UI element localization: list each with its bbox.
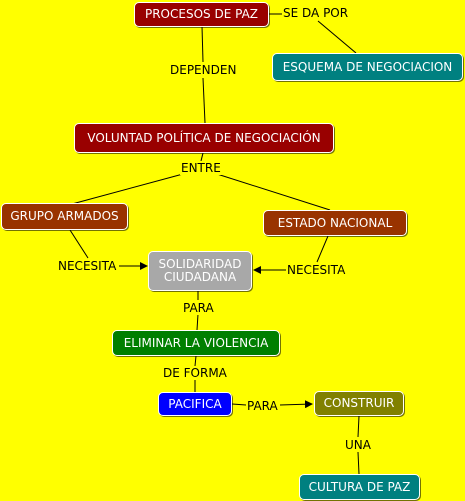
link-dependen-voluntad — [202, 77, 206, 124]
link-sedapor-esquema — [317, 20, 357, 54]
concept-construir-label: CONSTRUIR — [323, 396, 395, 410]
link-para-eliminar — [196, 313, 199, 331]
concept-cultura-de-paz[interactable]: CULTURA DE PAZ — [299, 474, 420, 500]
concept-voluntad-politica[interactable]: VOLUNTAD POLÍTICA DE NEGOCIACIÓN — [74, 123, 334, 153]
concept-solidaridad-ciudadana[interactable]: SOLIDARIDAD CIUDADANA — [148, 251, 252, 291]
linking-phrase-entre: ENTRE — [180, 161, 222, 175]
linking-phrase-se-da-por: SE DA POR — [282, 6, 350, 20]
linking-phrase-una: UNA — [344, 438, 372, 452]
linking-phrase-necesita-grupo: NECESITA — [57, 259, 118, 273]
concept-procesos-de-paz[interactable]: PROCESOS DE PAZ — [134, 2, 269, 27]
concept-voluntad-politica-label: VOLUNTAD POLÍTICA DE NEGOCIACIÓN — [87, 130, 321, 145]
concept-pacifica[interactable]: PACIFICA — [158, 392, 232, 416]
concept-procesos-de-paz-label: PROCESOS DE PAZ — [144, 7, 258, 21]
link-eliminar-deforma — [194, 355, 197, 367]
concept-grupo-armados-label: GRUPO ARMADOS — [10, 209, 119, 223]
link-voluntad-entre — [200, 152, 204, 162]
link-construir-una — [357, 415, 360, 438]
concept-construir[interactable]: CONSTRUIR — [314, 391, 404, 416]
concept-estado-nacional-label: ESTADO NACIONAL — [277, 215, 393, 230]
linking-phrase-dependen: DEPENDEN — [169, 63, 238, 77]
concept-grupo-armados[interactable]: GRUPO ARMADOS — [1, 203, 128, 230]
concept-estado-nacional[interactable]: ESTADO NACIONAL — [263, 210, 407, 236]
concept-cultura-de-paz-label: CULTURA DE PAZ — [308, 479, 411, 494]
link-para-construir — [279, 400, 313, 409]
concept-esquema-de-negociacion-label: ESQUEMA DE NEGOCIACION — [282, 59, 453, 74]
link-entre-grupo — [71, 173, 184, 205]
linking-phrase-para-2: PARA — [246, 399, 279, 413]
linking-phrase-necesita-estado: NECESITA — [286, 263, 347, 277]
concept-eliminar-la-violencia-label: ELIMINAR LA VIOLENCIA — [123, 335, 269, 350]
concept-solidaridad-label-2: CIUDADANA — [163, 270, 237, 284]
link-entre-estado — [216, 173, 331, 211]
concept-solidaridad-label-1: SOLIDARIDAD — [158, 257, 242, 271]
concept-esquema-de-negociacion[interactable]: ESQUEMA DE NEGOCIACION — [272, 53, 463, 81]
link-grupo-necesita — [69, 229, 89, 259]
link-estado-necesita — [316, 235, 329, 263]
link-pacifica-para — [231, 403, 247, 406]
link-una-cultura — [357, 451, 360, 475]
concept-eliminar-la-violencia[interactable]: ELIMINAR LA VIOLENCIA — [112, 330, 280, 356]
linking-phrase-para-1: PARA — [182, 301, 215, 315]
linking-phrase-de-forma: DE FORMA — [162, 366, 228, 380]
link-procesos-dependen — [201, 25, 204, 63]
concept-pacifica-label: PACIFICA — [168, 396, 222, 411]
